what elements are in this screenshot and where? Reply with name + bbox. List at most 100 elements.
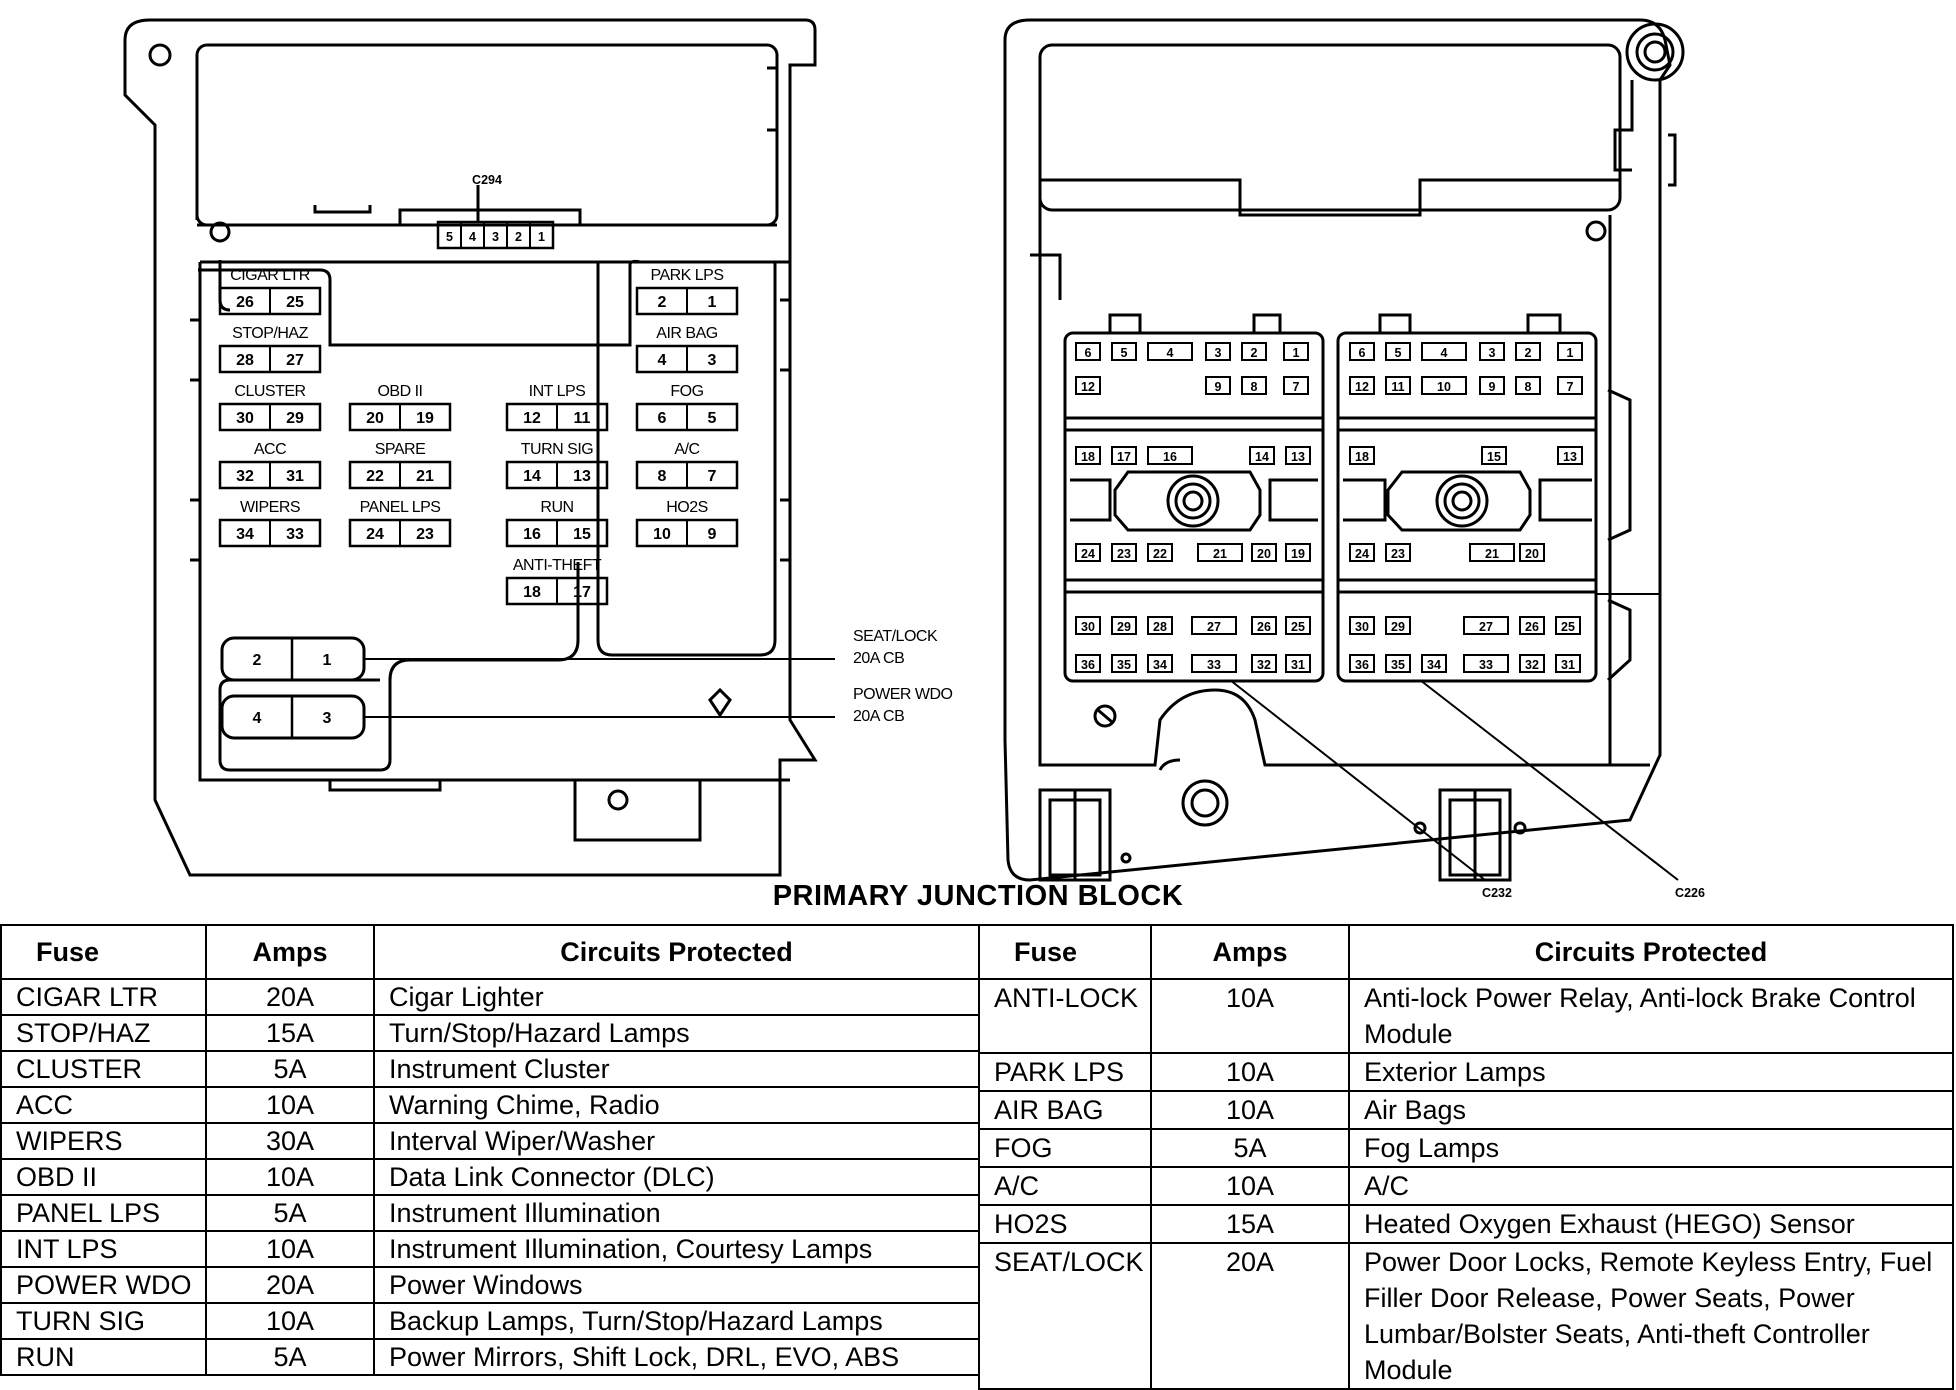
fuse-group-label: WIPERS (240, 499, 300, 516)
amps-cell: 10A (1150, 1090, 1350, 1130)
c294-pin: 1 (538, 230, 545, 244)
breaker-rating: 20A CB (853, 650, 904, 667)
amps-cell: 15A (205, 1014, 375, 1052)
fuse-group-label: A/C (674, 441, 699, 458)
breakers (220, 636, 835, 740)
fuse-group-label: ANTI-THEFT (513, 557, 602, 574)
amps-cell: 20A (1150, 1242, 1350, 1390)
fuse-pin: 9 (708, 526, 717, 543)
fuse-name-cell: CIGAR LTR (0, 978, 207, 1016)
table-header-row: Fuse Amps Circuits Protected (0, 924, 980, 980)
connector-pin: 24 (1075, 543, 1101, 562)
connector-pin-number: 5 (1121, 346, 1128, 360)
breaker-label: POWER WDO (853, 686, 953, 703)
c294-pin: 5 (446, 230, 453, 244)
connector-pin-number: 32 (1257, 658, 1271, 672)
fuse-group-label: INT LPS (529, 383, 586, 400)
connector-pin: 1 (1283, 342, 1309, 361)
connector-pin-number: 6 (1359, 346, 1366, 360)
fuse-name-cell: CLUSTER (0, 1050, 207, 1088)
fuse-pin: 13 (573, 468, 591, 485)
connector-pin: 4 (1147, 342, 1193, 361)
connector-pin-number: 11 (1391, 380, 1404, 394)
connector-c232-body (1063, 313, 1486, 881)
connector-pin: 29 (1111, 616, 1137, 635)
connector-pin: 29 (1385, 616, 1411, 635)
connector-pin-number: 21 (1485, 547, 1499, 561)
amps-cell: 20A (205, 978, 375, 1016)
header-fuse: Fuse (978, 924, 1152, 980)
connector-pin-number: 30 (1081, 620, 1095, 634)
left-block-outline (123, 18, 818, 877)
connector-c226-body (1336, 313, 1679, 881)
connector-pin-number: 27 (1207, 620, 1221, 634)
connector-pin-number: 29 (1117, 620, 1131, 634)
circuits-cell: Interval Wiper/Washer (373, 1122, 980, 1160)
fuse-pin: 7 (708, 468, 717, 485)
connector-pin: 11 (1385, 376, 1411, 395)
connector-pin-number: 32 (1525, 658, 1539, 672)
connector-pin: 3 (1479, 342, 1505, 361)
connector-pin: 21 (1197, 543, 1243, 562)
circuits-cell: Cigar Lighter (373, 978, 980, 1016)
connector-pin: 4 (1421, 342, 1467, 361)
connector-pin: 20 (1251, 543, 1277, 562)
connector-pin-number: 23 (1117, 547, 1131, 561)
connector-pin: 36 (1075, 654, 1101, 673)
circuits-cell: Backup Lamps, Turn/Stop/Hazard Lamps (373, 1302, 980, 1340)
circuits-cell: Anti-lock Power Relay, Anti-lock Brake C… (1348, 978, 1954, 1054)
connector-pin: 13 (1557, 446, 1583, 465)
fuse-pin: 31 (286, 468, 304, 485)
fuse-name-cell: ACC (0, 1086, 207, 1124)
c294-pin: 3 (492, 230, 499, 244)
fuse-name-cell: PARK LPS (978, 1052, 1152, 1092)
amps-cell: 30A (205, 1122, 375, 1160)
connector-pin-number: 36 (1355, 658, 1369, 672)
connector-pin: 22 (1147, 543, 1173, 562)
connector-pin: 7 (1557, 376, 1583, 395)
connector-pin: 6 (1349, 342, 1375, 361)
c294-pin: 4 (469, 230, 476, 244)
connector-pin: 14 (1249, 446, 1275, 465)
amps-cell: 10A (205, 1158, 375, 1196)
connector-pin-number: 7 (1567, 380, 1574, 394)
circuits-cell: Power Mirrors, Shift Lock, DRL, EVO, ABS (373, 1338, 980, 1376)
connector-pin-number: 31 (1561, 658, 1575, 672)
fuse-name-cell: POWER WDO (0, 1266, 207, 1304)
fuse-name-cell: HO2S (978, 1204, 1152, 1244)
fuse-name-cell: OBD II (0, 1158, 207, 1196)
amps-cell: 10A (1150, 1052, 1350, 1092)
connector-pin-number: 22 (1153, 547, 1167, 561)
connector-pin-number: 15 (1487, 450, 1501, 464)
connector-pin: 30 (1075, 616, 1101, 635)
connector-pin-number: 4 (1441, 346, 1448, 360)
connector-pin: 15 (1481, 446, 1507, 465)
connector-pin: 32 (1519, 654, 1545, 673)
connector-pin: 3 (1205, 342, 1231, 361)
connector-pin: 20 (1519, 543, 1545, 562)
fuse-pin: 6 (658, 410, 667, 427)
connector-pin: 5 (1111, 342, 1137, 361)
connector-pin-number: 12 (1081, 380, 1095, 394)
breaker-pin: 2 (253, 652, 262, 669)
fuse-name-cell: INT LPS (0, 1230, 207, 1268)
connector-pin: 27 (1191, 616, 1237, 635)
fuse-pin: 27 (286, 352, 304, 369)
connector-pin-number: 7 (1293, 380, 1300, 394)
